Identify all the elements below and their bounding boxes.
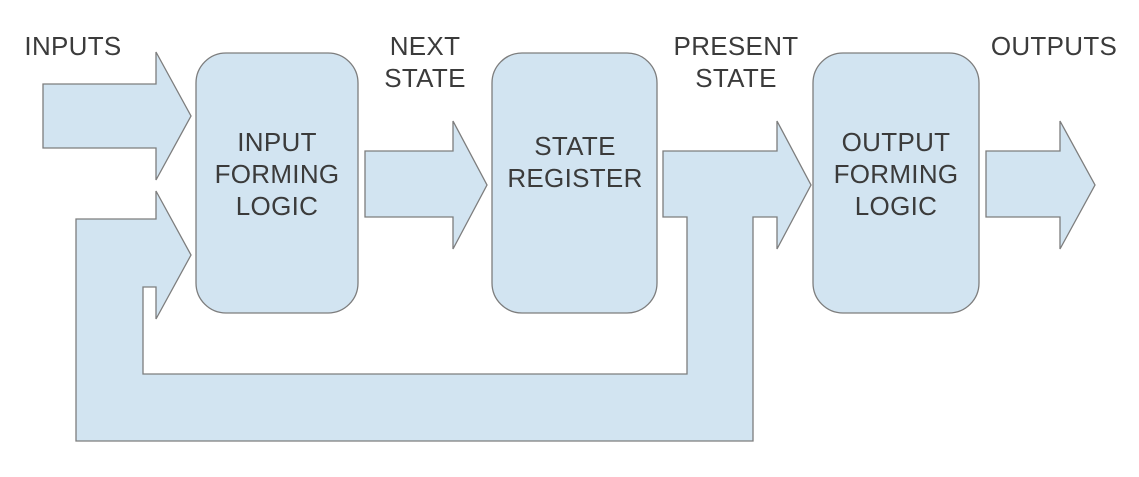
state-register-block [491, 52, 658, 314]
input-forming-logic-label: INPUT FORMING LOGIC [215, 126, 340, 222]
next-state-label-line1: NEXT [389, 31, 461, 61]
next-state-label: NEXT STATE [384, 30, 465, 94]
outputs-arrow [985, 120, 1096, 250]
output-forming-logic-label-line1: OUTPUT [841, 127, 951, 157]
present-state-label-line2: STATE [695, 63, 777, 93]
input-forming-logic-block [195, 52, 359, 314]
input-forming-logic-label-line2: FORMING [214, 159, 340, 189]
input-forming-logic-label-line3: LOGIC [235, 191, 319, 221]
input-forming-logic-label-line1: INPUT [237, 127, 317, 157]
output-forming-logic-label: OUTPUT FORMING LOGIC [834, 126, 959, 222]
next-state-label-line2: STATE [384, 63, 466, 93]
inputs-arrow [42, 51, 192, 181]
output-forming-logic-label-line3: LOGIC [854, 191, 938, 221]
state-register-label: STATE REGISTER [507, 130, 642, 194]
inputs-label: INPUTS [24, 31, 122, 61]
outputs-label: OUTPUTS [990, 31, 1118, 61]
state-register-label-line1: STATE [534, 131, 616, 161]
present-state-label: PRESENT STATE [674, 30, 799, 94]
output-forming-logic-label-line2: FORMING [833, 159, 959, 189]
next-state-arrow [364, 120, 488, 250]
feedback-loop-arrow [75, 120, 812, 442]
present-state-label-line1: PRESENT [673, 31, 799, 61]
output-forming-logic-block [812, 52, 980, 314]
state-register-label-line2: REGISTER [507, 163, 643, 193]
